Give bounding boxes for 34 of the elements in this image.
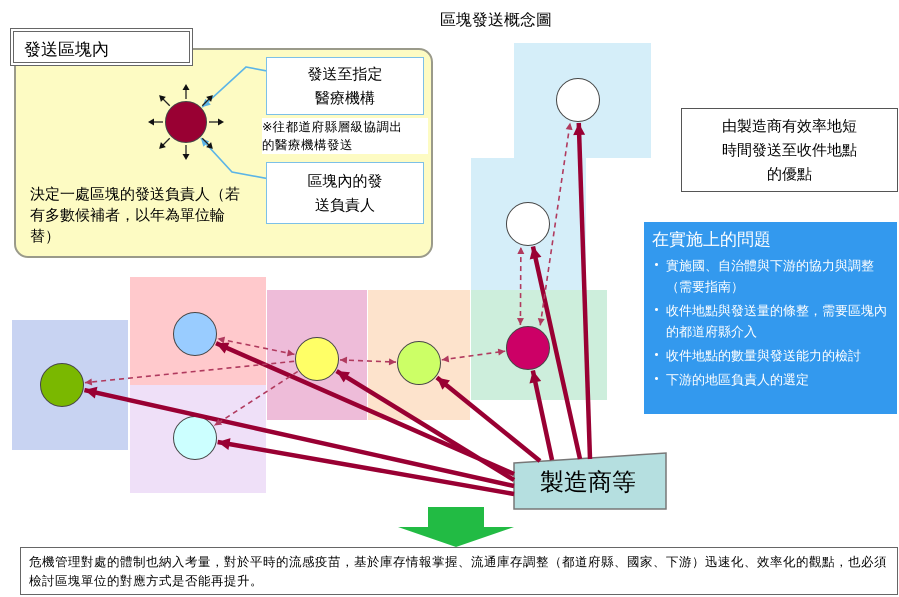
issues-panel — [644, 222, 897, 414]
issues-heading: 在實施上的問題 — [652, 229, 772, 251]
dashed-arrow — [217, 336, 295, 356]
text-box: 由製造商有效率地短時間發送至收件地點的優點 — [681, 108, 898, 192]
arrow — [217, 438, 514, 496]
arrow — [200, 138, 266, 180]
dashed-arrow — [340, 356, 396, 366]
issue-item: 下游的地區負責人的選定 — [666, 373, 809, 388]
conclusion-box: 危機管理對處的體制也納入考量，對於平時的流感疫苗，基於庫存情報掌握、流通庫存調整（都道府縣、國家、下游）迅速化、效率化的觀點，也必須檢討區塊單位的對應方式是否能再提升。 — [20, 547, 898, 595]
manufacturer-label: 製造商等 — [540, 467, 636, 498]
manufacturer-box — [513, 452, 667, 510]
block-arrow — [398, 507, 514, 547]
dashed-arrow — [538, 122, 573, 326]
arrow — [435, 376, 542, 463]
arrow — [573, 122, 592, 460]
text-box: 發送至指定醫療機構 — [266, 57, 424, 115]
issue-item: 收件地點與發送量的條整，需要區塊內的都道府縣介入 — [666, 304, 887, 340]
panel-heading: 發送區塊內 — [10, 28, 193, 66]
note-text: ※往都道府縣層級協調出的醫療機構發送 — [262, 118, 428, 154]
diagram-title: 區塊發送概念圖 — [440, 10, 552, 31]
dashed-arrow — [516, 246, 524, 326]
dashed-arrow — [84, 360, 294, 386]
text-box: 區塊內的發送負責人 — [266, 162, 424, 224]
arrow — [202, 66, 266, 108]
arrow — [335, 369, 516, 482]
dashed-arrow — [442, 348, 506, 362]
arrow — [84, 386, 514, 488]
arrow — [529, 370, 554, 460]
issue-item: 實施國、自治體與下游的協力與調整（需要指南） — [666, 259, 874, 295]
issue-item: 收件地點的數量與發送能力的檢討 — [666, 349, 861, 364]
dashed-arrow — [214, 370, 298, 426]
description-text: 決定一處區塊的發送負責人（若有多數候補者，以年為單位輪替） — [30, 184, 241, 247]
arrow — [215, 341, 515, 476]
arrow — [530, 246, 582, 460]
